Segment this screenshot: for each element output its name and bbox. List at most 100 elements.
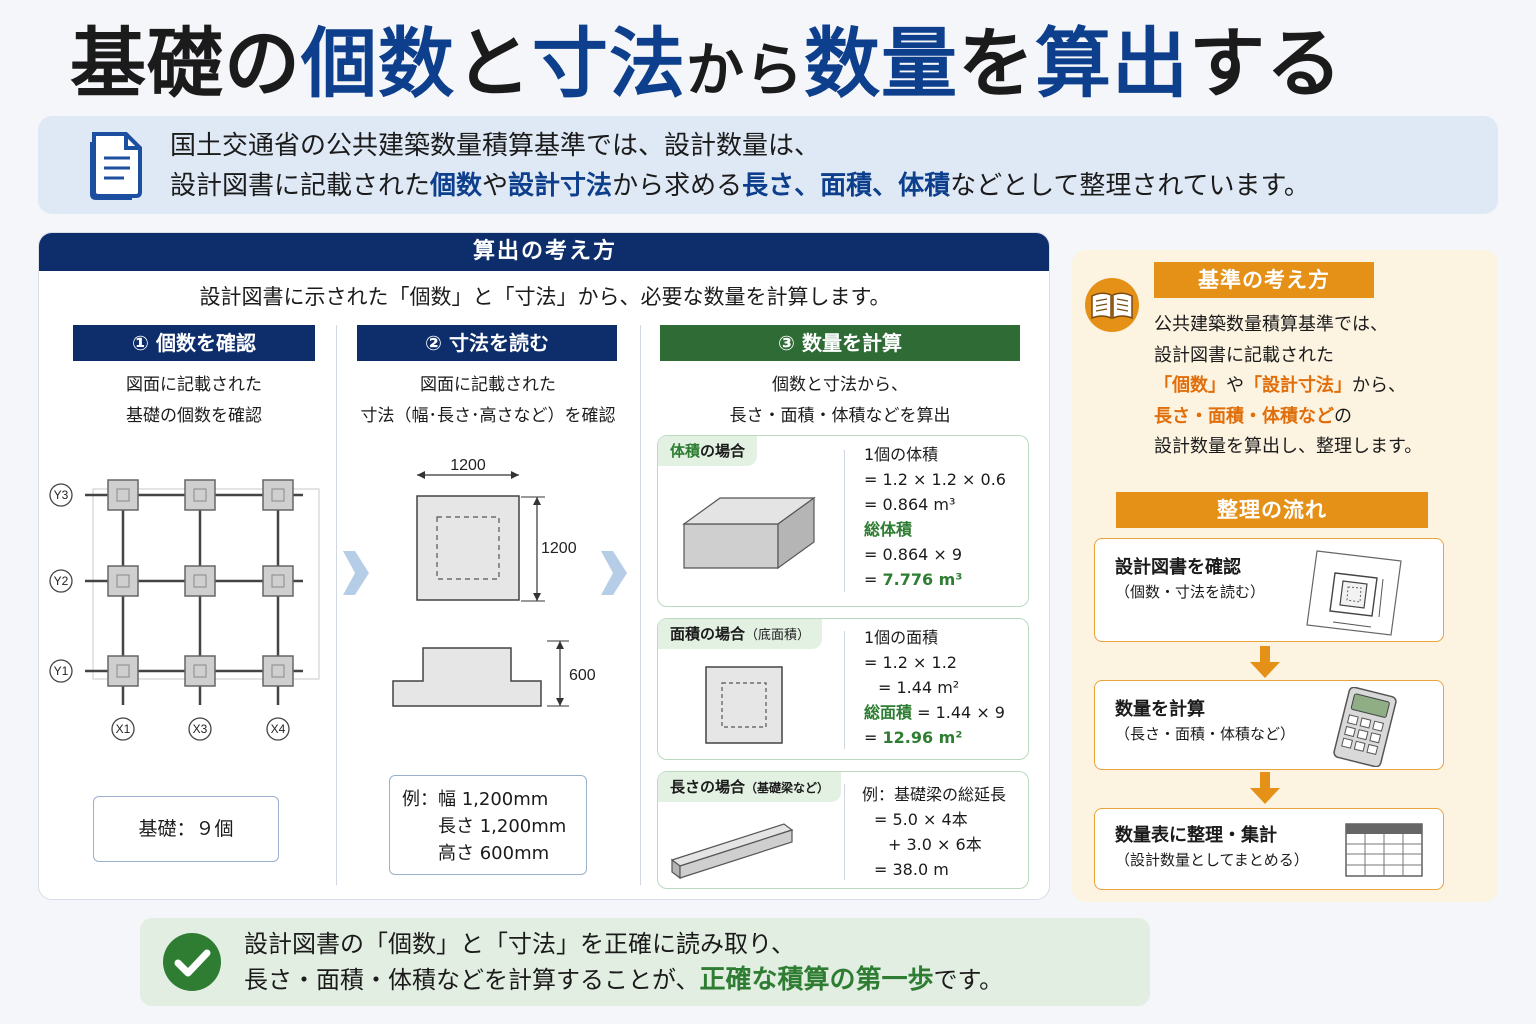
width-dimension: 1200 (450, 457, 486, 474)
dimension-example-box: 例：幅 1,200mm 長さ 1,200mm 高さ 600mm (389, 775, 587, 875)
flow-step-tabulate: 数量表に整理・集計 （設計数量としてまとめる） (1094, 808, 1444, 890)
grid-label-x: X1 (116, 722, 131, 736)
title-part: 寸法 (532, 19, 686, 108)
area-case-tab: 面積の場合（底面積） (658, 619, 823, 649)
conclusion-banner: 設計図書の「個数」と「寸法」を正確に読み取り、 長さ・面積・体積などを計算するこ… (140, 918, 1150, 1006)
intro-banner: 国土交通省の公共建築数量積算基準では、設計数量は、 設計図書に記載された個数や設… (38, 116, 1498, 214)
intro-text-part: や (482, 171, 509, 201)
case-divider (844, 450, 845, 592)
flow-step-subtitle: （設計数量としてまとめる） (1115, 851, 1309, 869)
footing-block-3d (682, 496, 816, 570)
grid-label-y: Y2 (54, 574, 69, 588)
case-divider (844, 631, 845, 749)
footing-base-area (705, 666, 783, 744)
footing-plan (416, 495, 520, 601)
calculator-icon (1333, 687, 1397, 767)
intro-highlight: 長さ、面積、体積 (742, 171, 951, 201)
step-1-header: ① 個数を確認 (73, 325, 315, 361)
conclusion-line: 長さ・面積・体積などを計算することが、正確な積算の第一歩です。 (244, 965, 1004, 995)
step-desc-line: 個数と寸法から、 (772, 375, 908, 395)
footing (184, 479, 216, 511)
document-icon (90, 132, 142, 200)
example-line: 高さ 600mm (438, 843, 550, 864)
column-divider (640, 325, 641, 885)
chevron-right-icon (343, 551, 369, 595)
footing-section (392, 647, 542, 707)
grid-label-x: X3 (193, 722, 208, 736)
standard-panel-header: 基準の考え方 (1154, 262, 1374, 298)
title-part: 算出 (1035, 19, 1190, 108)
step-desc-line: 長さ・面積・体積などを算出 (729, 406, 951, 426)
title-part: から (686, 36, 805, 104)
page-title: 基礎の個数と寸法から数量を算出する (70, 14, 1490, 114)
arrow-down-icon (1250, 772, 1280, 804)
volume-case: 体積の場合 1個の体積 = 1.2 × 1.2 × 0.6 = 0.864 m³… (657, 435, 1029, 607)
intro-highlight: 個数 (430, 171, 483, 201)
footing (262, 565, 294, 597)
length-case-tab: 長さの場合（基礎梁など） (658, 772, 842, 802)
flow-step-title: 数量を計算 (1115, 699, 1205, 720)
intro-line-2: 設計図書に記載された個数や設計寸法から求める長さ、面積、体積などとして整理されて… (170, 166, 1480, 206)
step-1-description: 図面に記載された 基礎の個数を確認 (73, 370, 315, 432)
foundation-count-result: 基礎：９個 (93, 796, 279, 862)
drawing-sheet-icon (1306, 550, 1402, 636)
intro-text-part: 設計図書に記載された (170, 171, 431, 201)
footing (184, 565, 216, 597)
footing (184, 655, 216, 687)
intro-text-part: などとして整理されています。 (950, 171, 1310, 201)
footing (107, 655, 139, 687)
calculation-panel: 算出の考え方 設計図書に示された「個数」と「寸法」から、必要な数量を計算します。… (38, 232, 1050, 900)
flow-step-calculate: 数量を計算 （長さ・面積・体積など） (1094, 680, 1444, 770)
volume-case-tab: 体積の場合 (658, 436, 758, 466)
standard-panel: 基準の考え方 公共建築数量積算基準では、 設計図書に記載された 「個数」や「設計… (1072, 250, 1498, 902)
footing (107, 479, 139, 511)
flow-step-review-drawings: 設計図書を確認 （個数・寸法を読む） (1094, 538, 1444, 642)
conclusion-line: 設計図書の「個数」と「寸法」を正確に読み取り、 (244, 930, 796, 958)
intro-highlight: 設計寸法 (508, 171, 613, 201)
flow-step-subtitle: （長さ・面積・体積など） (1115, 725, 1296, 743)
area-calc: 1個の面積 = 1.2 × 1.2 = 1.44 m² 総面積 = 1.44 ×… (864, 628, 1005, 747)
footing (262, 479, 294, 511)
footing (107, 565, 139, 597)
spreadsheet-icon (1345, 823, 1423, 877)
flow-step-title: 数量表に整理・集計 (1115, 825, 1277, 846)
intro-text: 国土交通省の公共建築数量積算基準では、設計数量は、 設計図書に記載された個数や設… (170, 126, 1480, 206)
volume-calc: 1個の体積 = 1.2 × 1.2 × 0.6 = 0.864 m³ 総体積 =… (864, 445, 1006, 589)
title-part: 数量 (804, 19, 959, 108)
step-desc-line: 基礎の個数を確認 (126, 406, 262, 426)
step-3-header: ③ 数量を計算 (660, 325, 1020, 361)
standard-description: 公共建築数量積算基準では、 設計図書に記載された 「個数」や「設計寸法」から、 … (1154, 314, 1423, 457)
footing-dimension-drawing: 1200 1200 600 (392, 457, 596, 707)
column-divider (336, 325, 337, 885)
intro-line-1: 国土交通省の公共建築数量積算基準では、設計数量は、 (170, 131, 821, 161)
step-3-description: 個数と寸法から、 長さ・面積・体積などを算出 (660, 370, 1020, 432)
intro-text-part: から求める (612, 171, 743, 201)
foundation-grid-plan: Y3 Y2 Y1 X1 X3 X4 (49, 479, 320, 741)
flow-step-subtitle: （個数・寸法を読む） (1115, 583, 1266, 601)
foundation-beam-3d (670, 823, 794, 880)
step-desc-line: 図面に記載された (420, 375, 556, 395)
book-icon (1085, 278, 1139, 332)
grid-label-y: Y1 (54, 664, 69, 678)
footing (262, 655, 294, 687)
flow-step-title: 設計図書を確認 (1115, 557, 1241, 578)
grid-label-x: X4 (271, 722, 286, 736)
title-part: する (1189, 19, 1344, 108)
column-outline (436, 516, 500, 580)
length-calc: 例：基礎梁の総延長 = 5.0 × 4本 + 3.0 × 6本 = 38.0 m (862, 785, 1007, 879)
example-line: 例：幅 1,200mm (402, 789, 549, 810)
step-desc-line: 寸法（幅･長さ･高さなど）を確認 (360, 406, 616, 426)
flow-header: 整理の流れ (1116, 492, 1428, 528)
step-desc-line: 図面に記載された (126, 375, 262, 395)
title-part: 基礎の (70, 19, 301, 108)
length-dimension: 1200 (541, 540, 577, 557)
area-case: 面積の場合（底面積） 1個の面積 = 1.2 × 1.2 = 1.44 m² 総… (657, 618, 1029, 760)
checkmark-icon (163, 933, 221, 991)
height-dimension: 600 (569, 667, 596, 684)
step-2-description: 図面に記載された 寸法（幅･長さ･高さなど）を確認 (343, 370, 633, 432)
example-line: 長さ 1,200mm (438, 816, 567, 837)
conclusion-text: 設計図書の「個数」と「寸法」を正確に読み取り、 長さ・面積・体積などを計算するこ… (244, 926, 1003, 998)
case-divider (844, 784, 845, 880)
title-part: を (958, 19, 1036, 108)
grid-label-y: Y3 (54, 488, 69, 502)
